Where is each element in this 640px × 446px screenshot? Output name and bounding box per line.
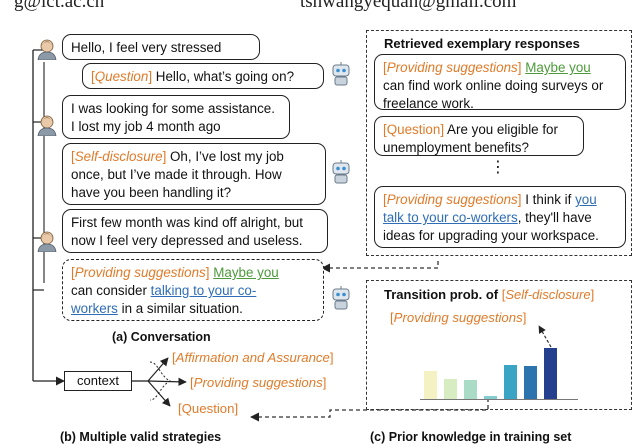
caption-conversation: (a) Conversation bbox=[112, 330, 211, 344]
robot-icon bbox=[332, 286, 350, 310]
strategy-affirmation: [Affirmation and Assurance] bbox=[172, 350, 334, 365]
highlight-green: Maybe you bbox=[213, 265, 279, 280]
strategy-providing-suggestions: [Providing suggestions] bbox=[190, 375, 327, 390]
highlight-blue: talking to your co- bbox=[150, 283, 257, 298]
response-text: I think if bbox=[521, 192, 576, 207]
transition-bar bbox=[544, 348, 557, 400]
retrieved-response-3: [Providing suggestions] I think if you t… bbox=[374, 186, 626, 248]
strategy-tag: Question bbox=[386, 122, 441, 137]
response-line: Are you eligible for bbox=[444, 122, 558, 137]
message-bot-2: [Self-disclosure] Oh, I’ve lost my job o… bbox=[62, 143, 326, 205]
transition-bar-chart bbox=[424, 318, 574, 400]
retrieved-panel bbox=[366, 30, 632, 256]
highlight-blue: talk to your co-workers bbox=[383, 210, 518, 225]
message-text: can consider bbox=[71, 283, 151, 298]
retrieved-title: Retrieved exemplary responses bbox=[384, 36, 580, 51]
user-avatar-icon bbox=[37, 39, 57, 60]
response-line: freelance work. bbox=[383, 96, 474, 111]
highlight-green: Maybe you bbox=[525, 60, 591, 75]
robot-icon bbox=[332, 160, 350, 184]
prior-title: Transition prob. of [Self-disclosure] bbox=[384, 287, 595, 302]
transition-bar bbox=[444, 379, 457, 400]
ellipsis-dots: ⋮ bbox=[490, 159, 506, 176]
message-line: I lost my job 4 month ago bbox=[71, 119, 221, 134]
caption-strategies: (b) Multiple valid strategies bbox=[60, 430, 222, 444]
message-user-1: Hello, I feel very stressed bbox=[62, 34, 260, 60]
caption-prior: (c) Prior knowledge in training set bbox=[370, 430, 572, 444]
strategy-tag: Question bbox=[94, 69, 149, 84]
prior-panel bbox=[366, 280, 632, 410]
context-box: context bbox=[64, 371, 132, 391]
strategy-tag: Self-disclosure bbox=[505, 287, 591, 302]
strategy-tag: Providing suggestions bbox=[74, 265, 206, 280]
response-line: can find work online doing surveys or bbox=[383, 78, 604, 93]
message-user-3: First few month was kind off alright, bu… bbox=[62, 209, 328, 253]
message-line: now I feel very depressed and useless. bbox=[71, 233, 303, 248]
strategy-tag: Providing suggestions bbox=[386, 60, 518, 75]
strategy-label: Question bbox=[181, 401, 235, 416]
strategy-tag: Providing suggestions bbox=[386, 192, 518, 207]
header-email-left: g@ict.ac.cn bbox=[14, 0, 105, 12]
transition-bar bbox=[484, 396, 497, 400]
strategy-label: Providing suggestions bbox=[193, 375, 323, 390]
chart-baseline bbox=[420, 399, 578, 400]
prior-title-text: Transition prob. of bbox=[384, 287, 502, 302]
message-text: Hello, I feel very stressed bbox=[71, 40, 222, 55]
response-line: unemployment benefits? bbox=[383, 140, 529, 155]
message-bot-response: [Providing suggestions] Maybe you can co… bbox=[62, 259, 324, 321]
user-avatar-icon bbox=[37, 231, 57, 252]
transition-bar bbox=[424, 371, 437, 400]
message-line: have you been handling it? bbox=[71, 185, 232, 200]
message-line: First few month was kind off alright, bu… bbox=[71, 215, 303, 230]
transition-bar bbox=[464, 380, 477, 400]
retrieved-response-2: [Question] Are you eligible for unemploy… bbox=[374, 116, 584, 156]
prior-highlight-label: [Providing suggestions] bbox=[390, 310, 527, 325]
message-text: Hello, what’s going on? bbox=[152, 69, 295, 84]
retrieved-response-1: [Providing suggestions] Maybe you can fi… bbox=[374, 54, 626, 111]
message-line: Oh, I’ve lost my job bbox=[166, 149, 284, 164]
strategy-label: Providing suggestions bbox=[393, 310, 523, 325]
response-line: ideas for upgrading your workspace. bbox=[383, 228, 599, 243]
message-user-2: I was looking for some assistance. I los… bbox=[62, 95, 290, 139]
strategy-question: [Question] bbox=[178, 401, 239, 416]
message-bot-1: [Question] Hello, what’s going on? bbox=[82, 63, 324, 89]
message-line: once, but I’ve made it through. How bbox=[71, 167, 282, 182]
robot-icon bbox=[332, 62, 350, 86]
response-text: , they'll have bbox=[517, 210, 592, 225]
transition-bar bbox=[504, 365, 517, 400]
strategy-label: Affirmation and Assurance bbox=[175, 350, 330, 365]
message-text: in a similar situation. bbox=[117, 301, 243, 316]
highlight-blue: you bbox=[575, 192, 597, 207]
transition-bar bbox=[524, 366, 537, 400]
strategy-tag: Self-disclosure bbox=[74, 149, 163, 164]
message-line: I was looking for some assistance. bbox=[71, 101, 275, 116]
user-avatar-icon bbox=[37, 115, 57, 136]
header-email-right: tshwangyequan@gmail.com bbox=[300, 0, 517, 12]
highlight-blue: workers bbox=[71, 301, 118, 316]
